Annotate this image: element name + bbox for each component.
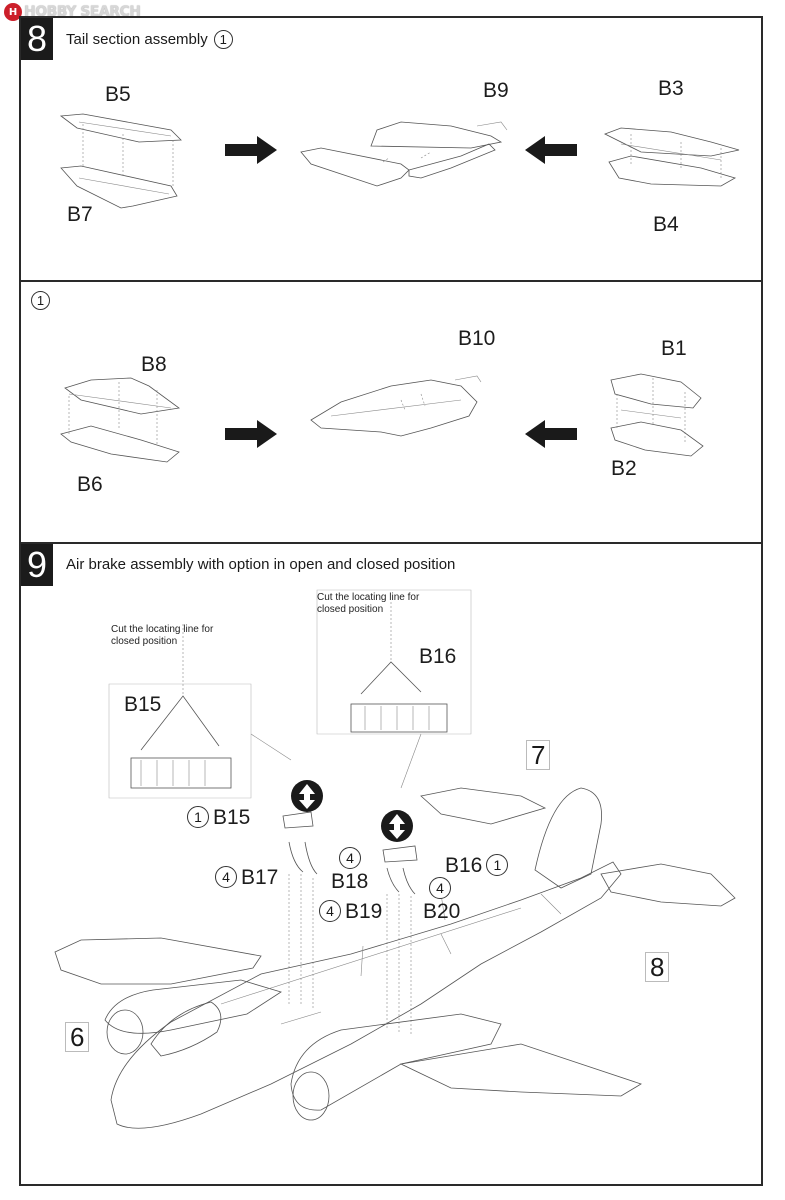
part-label-b10: B10 bbox=[458, 327, 496, 350]
callout-circle: 1 bbox=[486, 854, 509, 876]
step-9-panel: 9 Air brake assembly with option in open… bbox=[19, 544, 763, 1186]
callout-b16: B16 1 bbox=[445, 853, 509, 877]
callout-label: B20 bbox=[423, 900, 461, 923]
aircraft-fuselage-drawing bbox=[54, 787, 736, 1129]
right-arrow-icon bbox=[225, 420, 277, 448]
callout-b19: 4 B19 bbox=[319, 900, 382, 922]
detail-box-right bbox=[316, 589, 472, 789]
callout-label: B18 bbox=[331, 870, 369, 893]
part-label-b2: B2 bbox=[611, 457, 637, 480]
step-number-badge: 8 bbox=[21, 18, 53, 60]
callout-circle: 1 bbox=[187, 806, 209, 828]
open-close-toggle-icon bbox=[381, 810, 413, 842]
callout-label: B16 bbox=[445, 853, 483, 877]
step-8-panel: 8 Tail section assembly 1 bbox=[19, 16, 763, 282]
tailplane-subassembly-drawing bbox=[60, 373, 704, 463]
part-label-b8: B8 bbox=[141, 353, 167, 376]
cutting-note-left: Cut the locating line for closed positio… bbox=[111, 624, 214, 647]
step-reference-6: 6 bbox=[65, 1022, 90, 1052]
detail-part-label-b15: B15 bbox=[124, 693, 162, 716]
step-title-text: Air brake assembly with option in open a… bbox=[66, 556, 456, 573]
part-label-b5: B5 bbox=[105, 83, 131, 106]
part-label-b7: B7 bbox=[67, 203, 93, 226]
callout-b17: 4 B17 bbox=[215, 866, 278, 888]
callout-label: B19 bbox=[345, 899, 383, 923]
fin-halves-right bbox=[610, 373, 704, 457]
detail-box-left bbox=[108, 624, 292, 799]
tail-assembly-center bbox=[300, 121, 508, 187]
step-reference-7: 7 bbox=[526, 740, 551, 770]
part-label-b3: B3 bbox=[658, 77, 684, 100]
step-number-badge: 9 bbox=[21, 544, 53, 586]
detail-part-label-b16: B16 bbox=[419, 645, 457, 668]
callout-label: B15 bbox=[213, 805, 251, 829]
part-label-b4: B4 bbox=[653, 213, 679, 236]
right-arrow-icon bbox=[225, 136, 277, 164]
cutting-note-right: Cut the locating line for closed positio… bbox=[317, 592, 420, 615]
left-arrow-icon bbox=[525, 420, 577, 448]
step-reference-8: 8 bbox=[645, 952, 670, 982]
part-label-b1: B1 bbox=[661, 337, 687, 360]
part-label-b6: B6 bbox=[77, 473, 103, 496]
substep-panel: 1 B8 B6 B10 B1 B2 bbox=[19, 282, 763, 544]
part-label-b9: B9 bbox=[483, 79, 509, 102]
open-close-toggle-icon bbox=[291, 780, 323, 812]
tailplane-left-halves bbox=[60, 377, 181, 463]
callout-circle: 4 bbox=[319, 900, 341, 922]
callout-circle: 4 bbox=[215, 866, 237, 888]
callout-circle: 4 bbox=[339, 847, 361, 869]
callout-b15: 1 B15 bbox=[187, 806, 250, 828]
reference-circle: 1 bbox=[213, 30, 233, 49]
logo-badge: H bbox=[4, 3, 22, 21]
tailplane-left-parts bbox=[59, 113, 182, 209]
callout-b20: 4 B20 bbox=[423, 877, 460, 922]
callout-b18: 4 B18 bbox=[331, 847, 368, 892]
air-brake-drawing bbox=[54, 589, 736, 1129]
reference-circle: 1 bbox=[31, 291, 50, 310]
step-title: Air brake assembly with option in open a… bbox=[66, 556, 455, 573]
fin-right-parts bbox=[604, 127, 740, 187]
callout-circle: 4 bbox=[429, 877, 451, 899]
tail-section-drawing bbox=[59, 113, 740, 209]
step-title-text: Tail section assembly bbox=[66, 31, 208, 48]
tailplane-assembled bbox=[310, 375, 482, 437]
callout-label: B17 bbox=[241, 865, 279, 889]
left-arrow-icon bbox=[525, 136, 577, 164]
step-title: Tail section assembly 1 bbox=[66, 30, 233, 49]
